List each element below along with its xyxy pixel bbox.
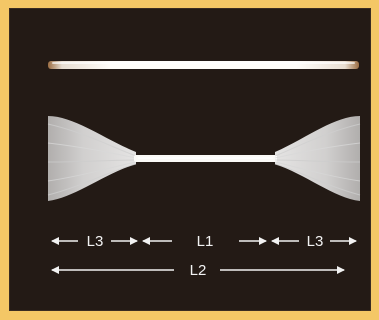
l3-right-label: L3 (307, 233, 324, 250)
l3-left-label: L3 (87, 233, 104, 250)
l2-label: L2 (190, 262, 207, 279)
l1-label: L1 (197, 233, 214, 250)
left-fan (48, 116, 136, 201)
right-fan (275, 116, 360, 201)
drawn-fiber-bundle (48, 116, 360, 201)
straight-fiber-bundle (48, 61, 359, 69)
